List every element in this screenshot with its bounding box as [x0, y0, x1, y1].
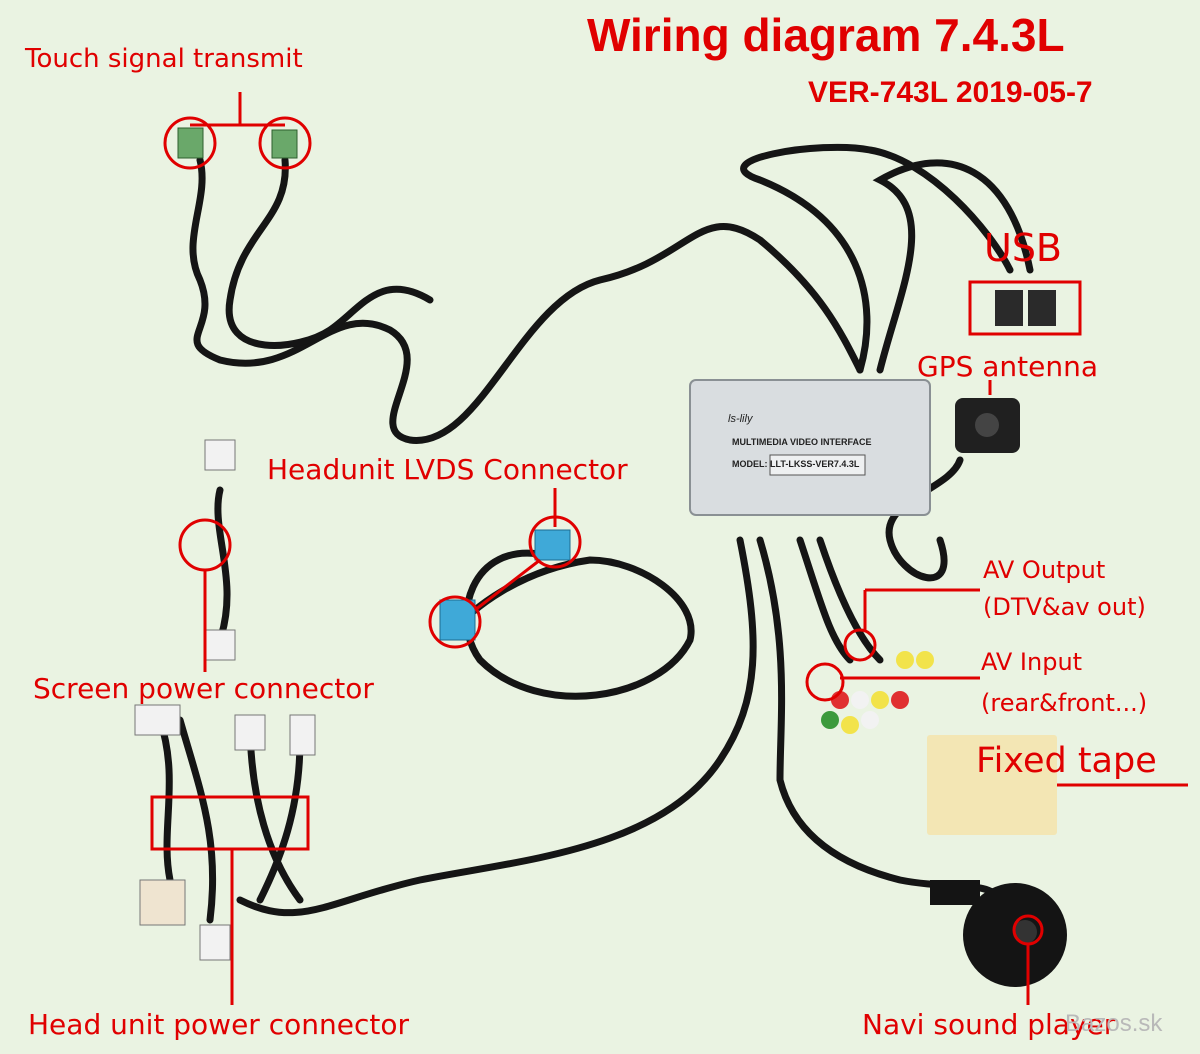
touch-label: Touch signal transmit	[25, 44, 303, 74]
av-output-label: AV Output	[983, 556, 1106, 584]
page-title: Wiring diagram 7.4.3L	[587, 9, 1065, 61]
av-output-sublabel: (DTV&av out)	[983, 593, 1146, 621]
cables	[156, 143, 1034, 924]
rca-plugs	[821, 651, 934, 734]
usb-label: USB	[984, 226, 1063, 270]
module-brand: ls-lily	[728, 413, 753, 425]
interface-module	[689, 379, 931, 516]
gps-label: GPS antenna	[917, 350, 1099, 383]
navi-sound-label: Navi sound player	[862, 1008, 1116, 1041]
av-input-label: AV Input	[981, 648, 1083, 676]
screen-power-label: Screen power connector	[33, 672, 374, 705]
av-input-sublabel: (rear&front...)	[981, 689, 1148, 717]
watermark: Bazos.sk	[1065, 1010, 1163, 1037]
module-model: MODEL: LLT-LKSS-VER7.4.3L	[732, 459, 860, 469]
fixed-tape-pad	[927, 735, 1057, 835]
lvds-label: Headunit LVDS Connector	[267, 453, 628, 486]
fixed-tape-label: Fixed tape	[976, 741, 1157, 781]
module-name: MULTIMEDIA VIDEO INTERFACE	[732, 437, 872, 447]
callouts	[150, 92, 1188, 1005]
head-unit-power-label: Head unit power connector	[28, 1008, 409, 1041]
version-label: VER-743L 2019-05-7	[808, 76, 1093, 109]
